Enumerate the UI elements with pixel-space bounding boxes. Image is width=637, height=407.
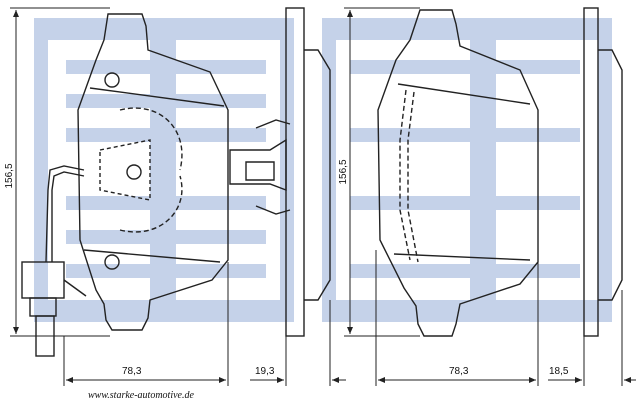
pad-front-view-left	[77, 13, 229, 331]
pad-side-view-left	[229, 7, 331, 337]
wear-sensor	[21, 165, 87, 357]
height-dimension-middle	[344, 7, 420, 337]
width-label-pad1: 78,3	[122, 366, 142, 377]
brand-watermark	[34, 18, 612, 322]
thickness-label-pad2: 18,5	[549, 366, 569, 377]
height-label-middle: 156,5	[338, 159, 349, 184]
width-dimensions	[63, 250, 636, 386]
pad-back-view-right	[377, 9, 539, 337]
width-label-pad2: 78,3	[449, 366, 469, 377]
pad-side-view-right	[583, 7, 623, 337]
thickness-label-pad1: 19,3	[255, 366, 275, 377]
height-label-left: 156,5	[4, 163, 15, 188]
website-footer: www.starke-automotive.de	[88, 390, 194, 401]
height-dimension-left	[10, 7, 110, 337]
